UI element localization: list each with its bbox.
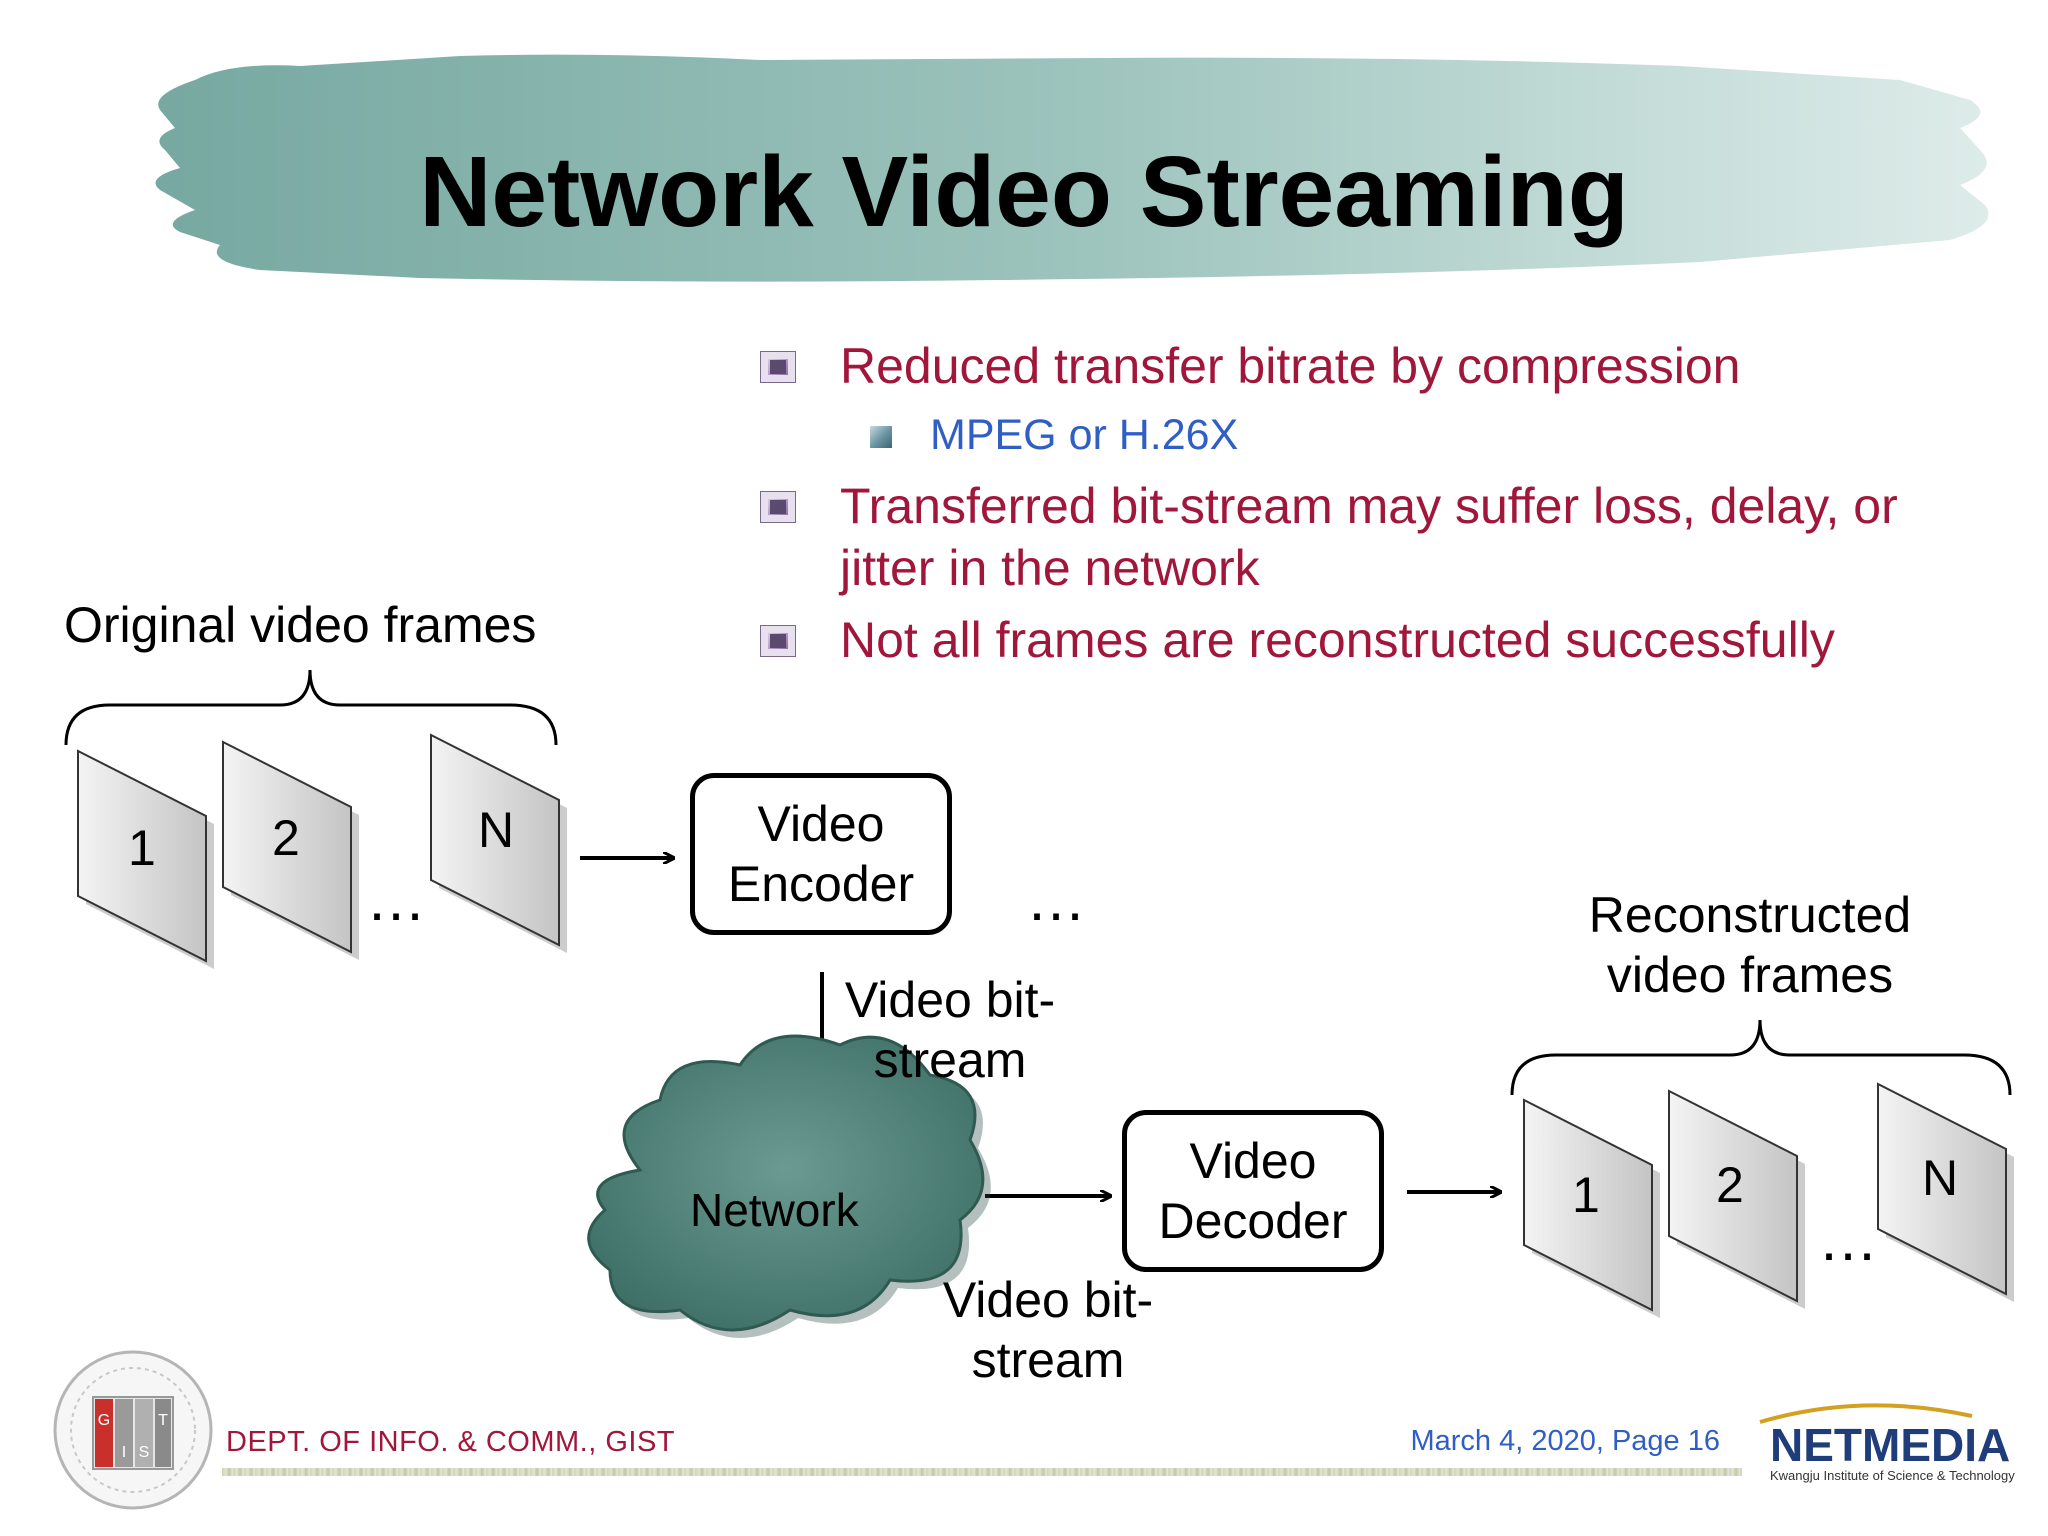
bullet-marker-icon [760,351,796,383]
svg-text:S: S [139,1444,150,1461]
original-frame-label-n: N [478,802,515,858]
original-frame-2 [222,740,359,960]
video-encoder-box: Video Encoder [690,773,952,935]
bullet-marker-icon [760,491,796,523]
original-frame-label-1: 1 [128,820,156,876]
original-frame-n [430,733,567,953]
reconstructed-frame-label-2: 2 [1716,1157,1744,1213]
reconstructed-frame-1 [1523,1098,1660,1318]
ellipsis-original: … [366,866,426,933]
reconstructed-frame-label-n: N [1922,1150,1959,1206]
reconstructed-frame-n [1877,1082,2014,1302]
svg-text:T: T [158,1412,168,1429]
footer-date-page: March 4, 2020, Page 16 [1410,1425,1720,1457]
sub-bullet-item: MPEG or H.26X [760,407,2020,463]
reconstructed-frame-2 [1668,1089,1805,1309]
reconstructed-frames-brace [1510,1019,2012,1096]
title-band [155,54,1989,282]
bullet-item: Not all frames are reconstructed success… [760,609,2020,671]
netmedia-logo: NETMEDIA [1770,1419,2011,1471]
bitstream-label-bottom: Video bit-stream [942,1272,1154,1388]
sub-bullet-marker-icon [870,426,892,448]
footer-rule [222,1468,1742,1476]
svg-text:G: G [98,1412,110,1429]
footer-department: DEPT. OF INFO. & COMM., GIST [226,1426,676,1458]
original-frame-label-2: 2 [272,810,300,866]
ellipsis-middle: … [1026,866,1086,933]
original-frame-1 [77,749,214,969]
reconstructed-frames-label: Reconstructed video frames [1588,887,1912,1003]
page-title: Network Video Streaming [419,136,1629,248]
bullet-list: Reduced transfer bitrate by compression … [760,335,2020,681]
original-frames-brace [64,669,558,746]
network-label: Network [690,1184,859,1236]
reconstructed-frame-label-1: 1 [1572,1167,1600,1223]
bullet-item: Transferred bit-stream may suffer loss, … [760,475,1990,599]
video-decoder-box: Video Decoder [1122,1110,1384,1272]
gist-seal-logo: G I S T [53,1350,213,1510]
netmedia-swoosh-icon [1759,1403,1973,1424]
svg-text:I: I [122,1444,126,1461]
bitstream-label-top: Video bit-stream [844,972,1056,1088]
bullet-item: Reduced transfer bitrate by compression [760,335,2020,397]
original-frames-label: Original video frames [64,597,537,653]
ellipsis-reconstructed: … [1818,1206,1878,1273]
netmedia-logo-subtitle: Kwangju Institute of Science & Technolog… [1770,1468,2015,1483]
bullet-marker-icon [760,625,796,657]
